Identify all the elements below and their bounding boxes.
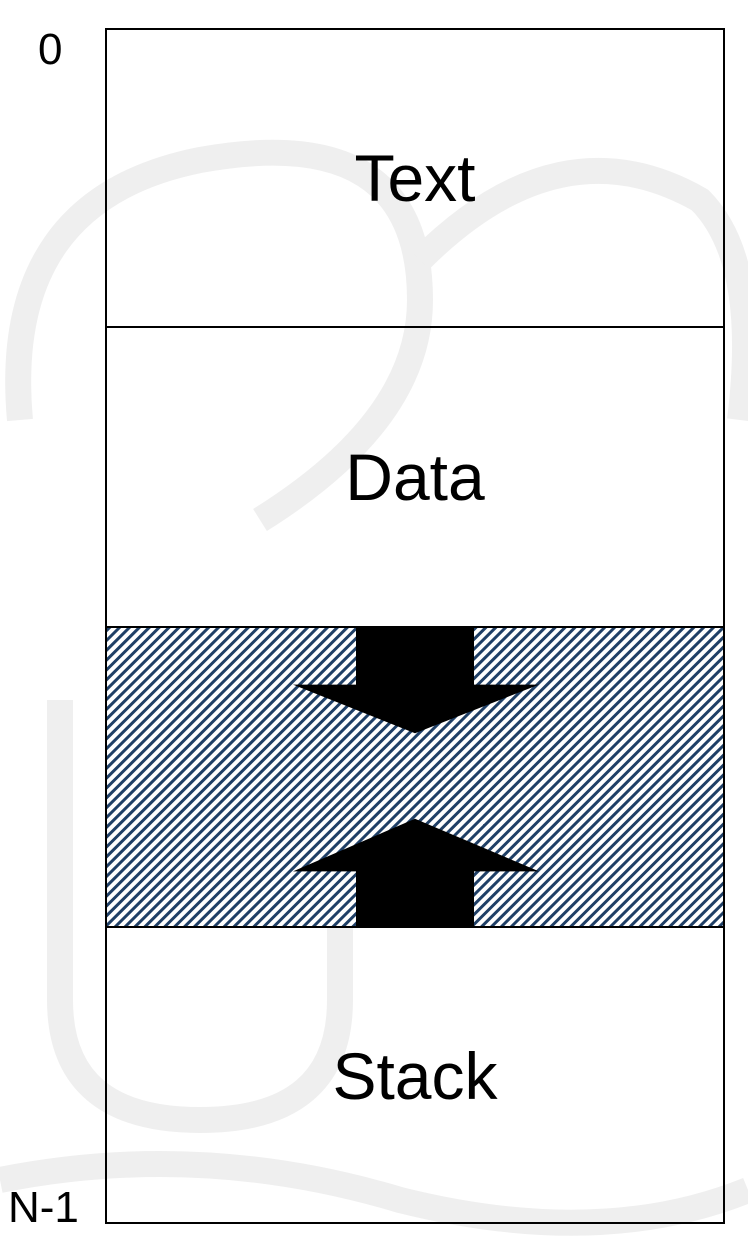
stack-segment-label: Stack (332, 1039, 498, 1113)
address-end-label: N-1 (8, 1183, 79, 1232)
text-segment: Text (107, 30, 723, 328)
up-arrow-icon (293, 818, 539, 926)
down-arrow-icon (293, 628, 539, 734)
free-space-segment (107, 628, 723, 928)
text-segment-label: Text (354, 141, 476, 215)
data-segment-label: Data (345, 440, 485, 514)
address-start-label: 0 (38, 25, 63, 74)
memory-layout-column: Text Data Stack (105, 28, 725, 1224)
data-segment: Data (107, 328, 723, 628)
stack-segment: Stack (107, 928, 723, 1224)
free-space-hatch (107, 628, 723, 926)
